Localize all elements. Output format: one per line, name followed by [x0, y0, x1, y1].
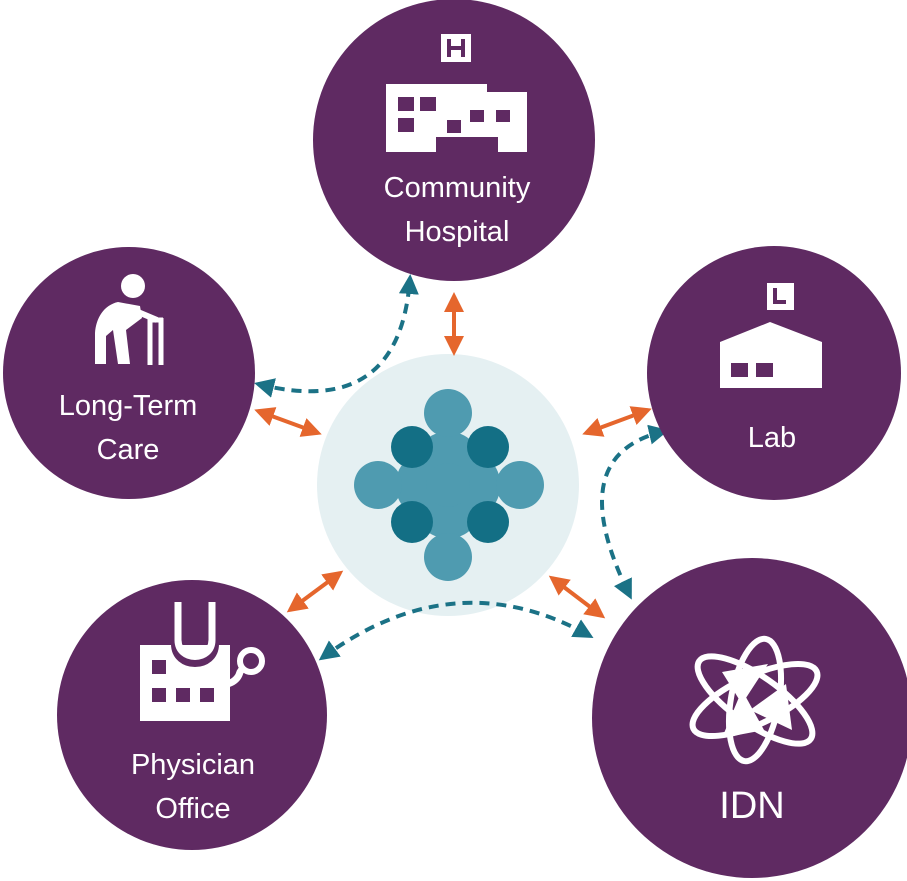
community-hospital-label-line1: Community [384, 172, 531, 204]
connector-hub-lab [582, 406, 652, 437]
community-hospital-label-line2: Hospital [405, 216, 510, 248]
network-cycle-icon [689, 635, 821, 765]
dashed-lab-idn [600, 424, 669, 600]
connector-hub-physician [286, 570, 344, 613]
dashed-connectors [254, 274, 669, 661]
node-physician-office: Physician Office [57, 580, 327, 850]
node-community-hospital: Community Hospital [313, 0, 595, 281]
lab-building-icon [720, 283, 822, 388]
stethoscope-office-icon [140, 602, 265, 721]
physician-office-label-line2: Office [155, 793, 230, 825]
node-idn: IDN [592, 558, 907, 878]
node-long-term-care: Long-Term Care [3, 247, 255, 499]
interoperability-hub-icon [354, 389, 544, 581]
idn-label: IDN [719, 785, 784, 827]
dashed-physician-idn [318, 600, 594, 661]
direct-connectors [254, 292, 652, 619]
connector-hub-longterm [254, 407, 322, 437]
central-hub [317, 354, 579, 616]
physician-office-label-line1: Physician [131, 749, 255, 781]
connector-hub-idn [548, 575, 606, 619]
node-lab: Lab [647, 246, 901, 500]
lab-label: Lab [748, 422, 796, 454]
dashed-hospital-longterm [254, 274, 419, 398]
elderly-person-walker-icon [95, 274, 164, 365]
long-term-care-label-line1: Long-Term [59, 390, 198, 422]
hospital-building-icon [386, 34, 527, 152]
long-term-care-label-line2: Care [97, 434, 160, 466]
